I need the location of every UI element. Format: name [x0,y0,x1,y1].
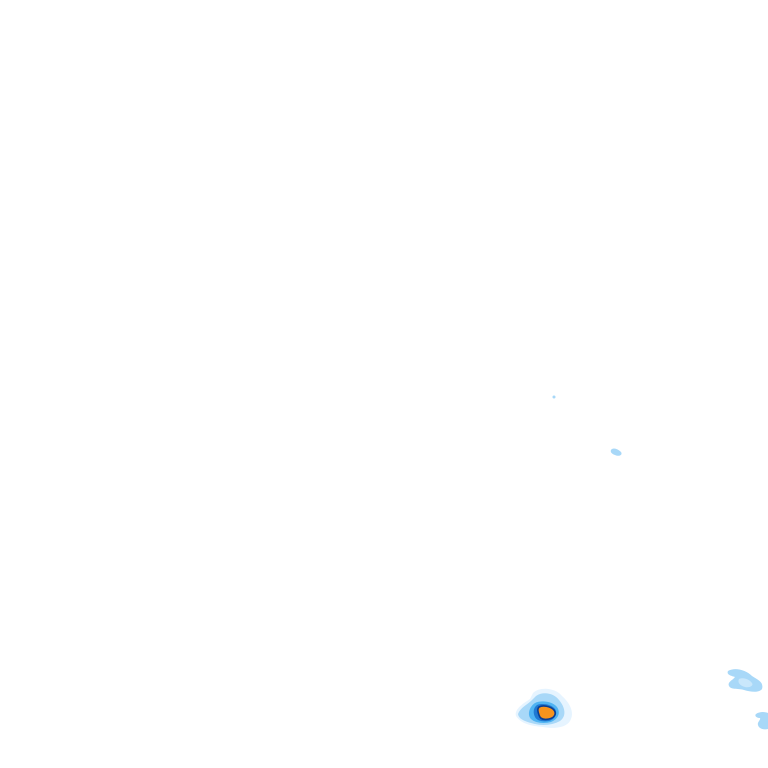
radar-cell-speck-1 [552,395,556,399]
radar-cell-southeast-1-inner [738,678,753,688]
radar-cell-speck-2 [610,448,622,456]
radar-cell-southeast-2 [755,712,768,730]
radar-cell-storm-core [537,705,556,721]
